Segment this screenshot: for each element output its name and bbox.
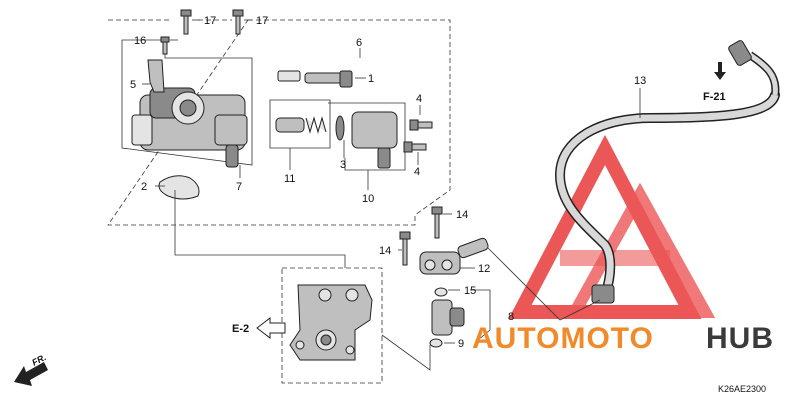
callout-1: 1 — [368, 73, 374, 85]
bolt-17-left — [180, 9, 192, 35]
bolt-14-upper — [431, 206, 443, 239]
screw-16 — [160, 36, 170, 55]
injector-8 — [431, 299, 465, 336]
callout-14b: 14 — [379, 245, 391, 257]
callout-5: 5 — [130, 79, 136, 91]
joint-12 — [419, 237, 489, 275]
gasket-2 — [158, 175, 200, 200]
o-ring-3 — [335, 115, 345, 141]
bracket — [147, 59, 165, 93]
callout-2: 2 — [141, 181, 147, 193]
seal-9 — [429, 338, 443, 348]
ref-f21: F-21 — [703, 91, 726, 103]
callout-4b: 4 — [414, 166, 420, 178]
callout-8: 8 — [508, 311, 514, 323]
insulator-body — [289, 284, 373, 361]
svg-text:AUTOMOTO: AUTOMOTO — [472, 322, 654, 355]
throttle-body — [131, 87, 248, 168]
front-arrow-icon — [14, 362, 48, 386]
ref-e2: E-2 — [232, 323, 249, 335]
e2-arrow-icon — [256, 316, 286, 340]
seal-15 — [434, 287, 448, 297]
callout-4a: 4 — [416, 93, 422, 105]
callout-14a: 14 — [456, 209, 468, 221]
assembly-outline — [107, 19, 451, 226]
hose-connector-top — [728, 40, 752, 66]
callout-12: 12 — [478, 263, 490, 275]
sub-group-11 — [269, 99, 331, 149]
bolt-17-right — [232, 9, 244, 35]
plunger-11 — [275, 116, 327, 134]
screw-4-upper — [409, 119, 433, 131]
callout-17b: 17 — [256, 15, 268, 27]
bolt-14-lower — [399, 231, 411, 266]
callout-17a: 17 — [204, 15, 216, 27]
callout-6: 6 — [356, 37, 362, 49]
fuel-hose-upper-inner — [748, 52, 778, 96]
screw-4-lower — [403, 141, 427, 153]
callout-3: 3 — [340, 159, 346, 171]
leader-lines — [142, 19, 641, 371]
fuel-hose-inner — [556, 91, 779, 299]
svg-text:HUB: HUB — [706, 322, 774, 355]
callout-10: 10 — [362, 193, 374, 205]
sub-group-10 — [328, 102, 406, 171]
callout-15: 15 — [464, 285, 476, 297]
figure-code: K26AE2300 — [718, 384, 766, 394]
f21-arrow-icon — [714, 62, 726, 80]
hose-connector-bottom — [591, 284, 615, 304]
callout-9: 9 — [458, 338, 464, 350]
sensor-10 — [351, 111, 398, 169]
callout-7: 7 — [236, 181, 242, 193]
callout-11: 11 — [284, 173, 295, 185]
plunger-1 — [277, 70, 353, 88]
callout-16: 16 — [134, 35, 146, 47]
callout-13: 13 — [634, 75, 646, 87]
watermark-text: AUTOMOTO HUB — [472, 322, 774, 355]
